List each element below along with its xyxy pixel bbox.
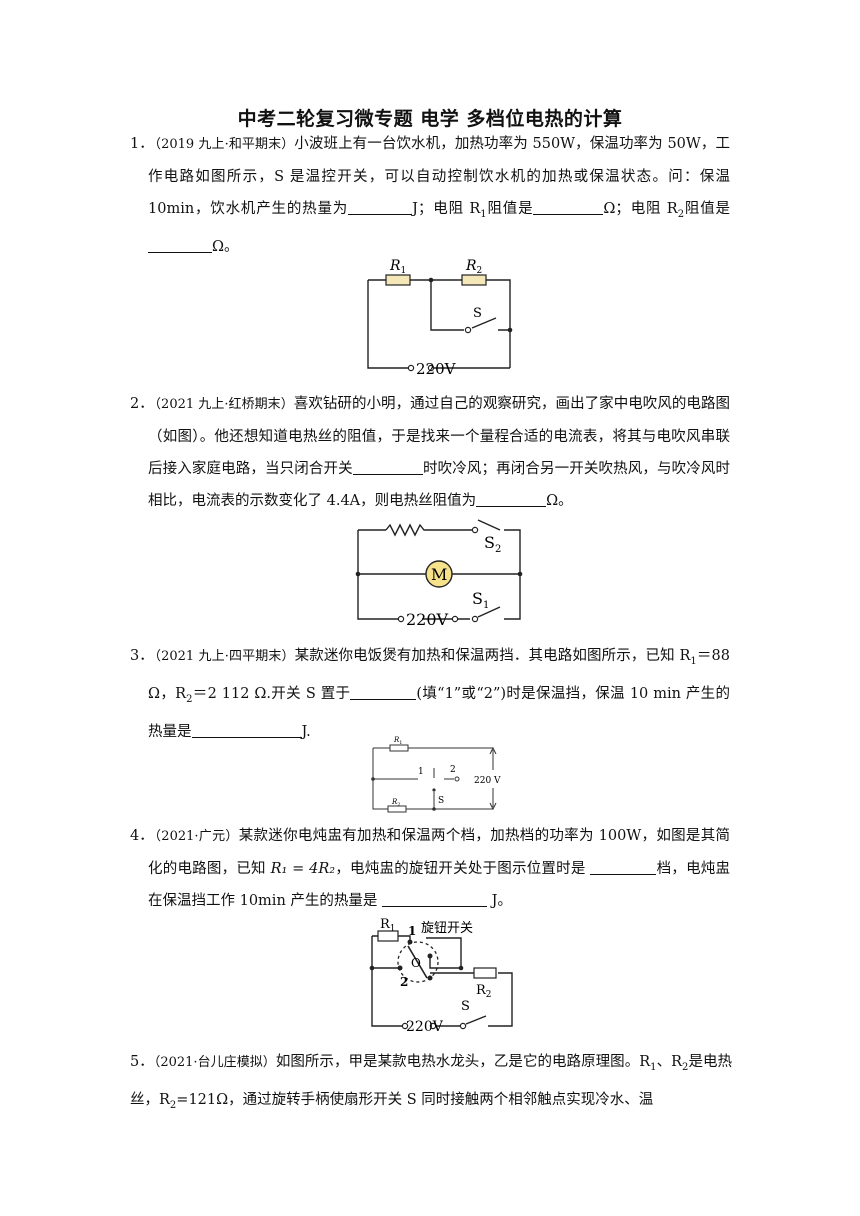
question-text: 5．（2021·台儿庄模拟）如图所示，甲是某款电热水龙头，乙是它的电路原理图。R… xyxy=(130,1054,733,1111)
label-r1: R1 xyxy=(393,736,402,746)
switch-terminal xyxy=(471,615,479,623)
label-s: S xyxy=(461,999,470,1014)
label-voltage: 220V xyxy=(406,610,449,629)
contact-dot xyxy=(407,939,413,945)
question-3: 3． （2021 九上·四平期末）某款迷你电饭煲有加热和保温两挡．其电路如图所示… xyxy=(130,640,730,748)
label-o: O xyxy=(411,956,421,970)
label-contact-2: 2 xyxy=(450,765,456,775)
question-text: （2019 九上·和平期末）小波班上有一台饮水机，加热功率为 550W，保温功率… xyxy=(148,136,731,255)
resistor-r1 xyxy=(385,274,411,286)
question-source: （2019 九上·和平期末） xyxy=(148,137,295,152)
answer-blank[interactable] xyxy=(148,236,212,253)
answer-blank[interactable] xyxy=(348,198,413,215)
resistor-r2 xyxy=(387,805,407,813)
question-number: 5． xyxy=(130,1054,154,1070)
resistor-r1 xyxy=(389,744,409,752)
label-s: S xyxy=(473,306,482,321)
label-r2: R2 xyxy=(465,258,482,276)
contact-dot xyxy=(397,965,403,971)
question-5: 5．（2021·台儿庄模拟）如图所示，甲是某款电热水龙头，乙是它的电路原理图。R… xyxy=(130,1046,732,1122)
question-number: 1． xyxy=(130,136,154,152)
switch-terminal xyxy=(464,326,472,334)
junction-dot xyxy=(371,777,375,781)
power-terminal xyxy=(427,364,435,372)
contact-dot xyxy=(427,975,433,981)
switch-contact xyxy=(432,788,436,792)
circuit-diagram-3: R1 R2 1 2 S 220 V xyxy=(371,736,501,813)
label-voltage: 220 V xyxy=(474,776,501,786)
question-text: （2021 九上·红桥期末）喜欢钻研的小明，通过自己的观察研究，画出了家中电吹风… xyxy=(148,396,731,509)
rotary-switch xyxy=(397,941,439,983)
label-contact-2: 2 xyxy=(400,975,408,989)
question-source: （2021·台儿庄模拟） xyxy=(153,1055,276,1070)
circuit-diagram-2: M S2 S1 220V xyxy=(355,519,523,629)
label-voltage: 220V xyxy=(416,360,457,378)
answer-blank[interactable] xyxy=(533,198,604,215)
rotary-switch-blade xyxy=(407,945,428,979)
junction-dot xyxy=(507,327,513,333)
label-contact-1: 1 xyxy=(418,767,424,777)
answer-blank[interactable] xyxy=(352,458,423,475)
junction-dot xyxy=(355,571,361,577)
circuit-diagram-4: R1 1 旋钮开关 O 2 R2 S 220V xyxy=(369,918,513,1034)
question-source: （2021 九上·红桥期末） xyxy=(148,397,294,412)
question-4: 4． （2021·广元）某款迷你电炖盅有加热和保温两个档，加热档的功率为 100… xyxy=(130,820,730,917)
label-s2: S2 xyxy=(484,533,501,555)
question-number: 4． xyxy=(130,828,154,844)
label-r1: R1 xyxy=(380,918,396,934)
answer-blank[interactable] xyxy=(191,721,302,738)
question-2: 2． （2021 九上·红桥期末）喜欢钻研的小明，通过自己的观察研究，画出了家中… xyxy=(130,388,730,517)
answer-blank[interactable] xyxy=(476,490,547,507)
power-terminal xyxy=(397,615,405,623)
power-terminal xyxy=(429,1022,437,1030)
question-number: 3． xyxy=(130,648,154,664)
resistor-r2 xyxy=(473,967,497,979)
junction-dot xyxy=(369,965,375,971)
label-s: S xyxy=(438,796,444,806)
power-terminal xyxy=(451,615,459,623)
label-voltage: 220V xyxy=(406,1019,444,1034)
motor-symbol xyxy=(425,560,453,588)
label-contact-1: 1 xyxy=(408,924,416,938)
question-text: （2021 九上·四平期末）某款迷你电饭煲有加热和保温两挡．其电路如图所示，已知… xyxy=(148,648,730,740)
label-rotary-switch: 旋钮开关 xyxy=(421,921,473,936)
switch-terminal xyxy=(471,526,479,534)
label-s1: S1 xyxy=(472,589,489,611)
contact-terminal xyxy=(454,776,460,782)
answer-blank[interactable] xyxy=(590,858,657,875)
junction-dot xyxy=(432,807,436,811)
junction-dot xyxy=(428,277,434,283)
junction-dot xyxy=(517,571,523,577)
question-1: 1． （2019 九上·和平期末）小波班上有一台饮水机，加热功率为 550W，保… xyxy=(130,128,730,263)
question-source: （2021·广元） xyxy=(148,829,239,844)
label-r2: R2 xyxy=(476,983,492,1000)
junction-dot xyxy=(458,965,464,971)
question-source: （2021 九上·四平期末） xyxy=(148,649,295,664)
question-number: 2． xyxy=(130,396,154,412)
circuit-diagram-1: R1 R2 S 220V xyxy=(367,258,513,378)
contact-dot xyxy=(427,953,433,959)
formula: R₁ = 4R₂ xyxy=(270,861,336,877)
power-terminal xyxy=(407,364,415,372)
label-r1: R1 xyxy=(389,258,406,276)
resistor-r1 xyxy=(377,930,399,942)
question-text: （2021·广元）某款迷你电炖盅有加热和保温两个档，加热档的功率为 100W，如… xyxy=(148,828,731,909)
page-title: 中考二轮复习微专题 电学 多档位电热的计算 xyxy=(237,108,623,130)
answer-blank[interactable] xyxy=(350,683,417,700)
label-motor: M xyxy=(431,565,447,584)
power-terminal xyxy=(401,1022,409,1030)
label-r2: R2 xyxy=(391,798,400,808)
answer-blank[interactable] xyxy=(382,890,488,907)
switch-terminal xyxy=(459,1022,467,1030)
resistor-r2 xyxy=(461,274,487,286)
